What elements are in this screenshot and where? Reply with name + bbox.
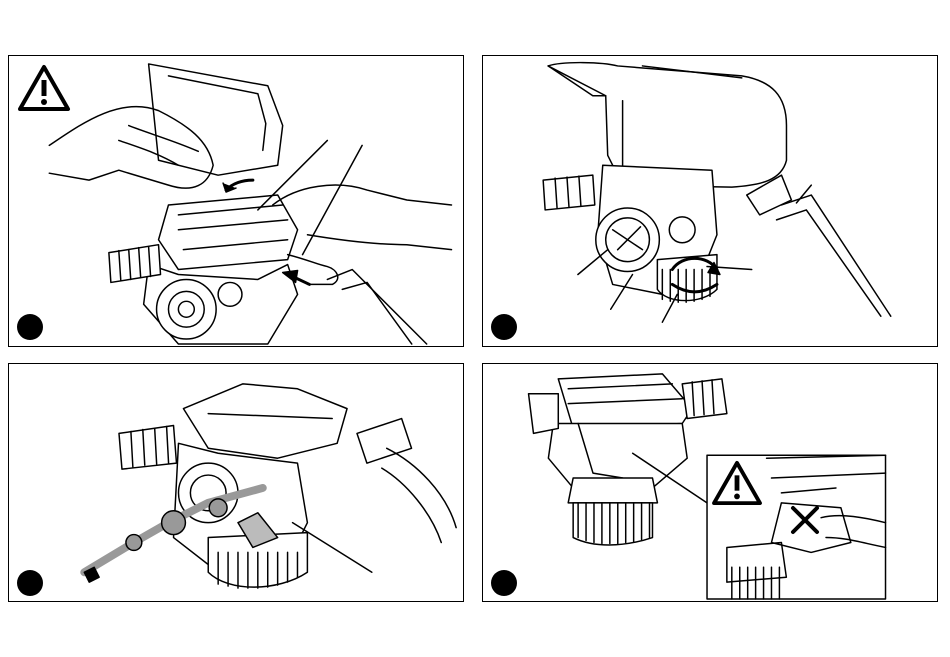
head-assembly-illustration (483, 364, 937, 601)
warning-triangle-icon (17, 64, 71, 112)
step-marker-icon (491, 314, 517, 340)
warning-triangle-icon (711, 460, 763, 506)
cross-mark-icon (789, 504, 821, 536)
camera-plate-illustration (9, 56, 463, 346)
illustration-panel-3 (8, 363, 464, 602)
tilt-lock-illustration (9, 364, 463, 601)
counterbalance-illustration (483, 56, 937, 346)
illustration-panel-4 (482, 363, 938, 602)
step-marker-icon (17, 314, 43, 340)
step-marker-icon (17, 570, 43, 596)
step-marker-icon (491, 570, 517, 596)
illustration-panel-2 (482, 55, 938, 347)
illustration-panel-1 (8, 55, 464, 347)
